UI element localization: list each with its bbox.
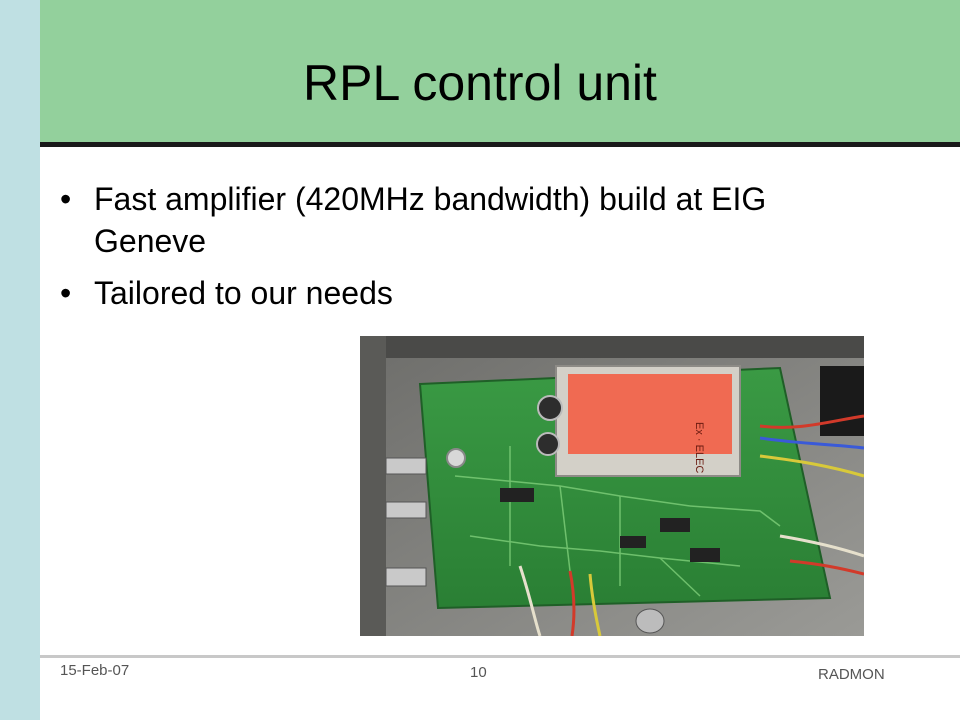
ic-chips [500, 488, 720, 562]
footer-date: 15-Feb-07 [60, 662, 130, 679]
enclosure-top-edge [360, 336, 864, 358]
bnc-connectors [385, 457, 427, 587]
capacitors [446, 395, 563, 468]
enclosure-left-wall [360, 336, 386, 636]
title-band [40, 0, 960, 142]
title-divider [40, 142, 960, 147]
bullet-item: • Tailored to our needs [60, 272, 880, 314]
slide-title: RPL control unit [303, 55, 657, 111]
circuit-board-photo: Ex · ELEC [360, 336, 864, 636]
module-brand-text: Ex · ELEC [693, 422, 705, 473]
standoff [635, 608, 665, 634]
wires [518, 414, 864, 636]
bullet-item: • Fast amplifier (420MHz bandwidth) build… [60, 178, 880, 262]
footer-organization: RADMON [818, 666, 885, 683]
bullet-text: Fast amplifier (420MHz bandwidth) build … [94, 181, 767, 259]
left-accent-strip [0, 0, 40, 720]
pcb-traces [454, 446, 781, 597]
bullet-marker: • [60, 181, 72, 217]
footer-divider [40, 655, 960, 658]
module-label [568, 374, 732, 454]
terminal-block [820, 366, 864, 436]
footer-page-number: 10 [470, 664, 487, 681]
bullet-text: Tailored to our needs [94, 275, 393, 311]
bullet-list: • Fast amplifier (420MHz bandwidth) build… [60, 178, 880, 324]
bullet-marker: • [60, 275, 72, 311]
